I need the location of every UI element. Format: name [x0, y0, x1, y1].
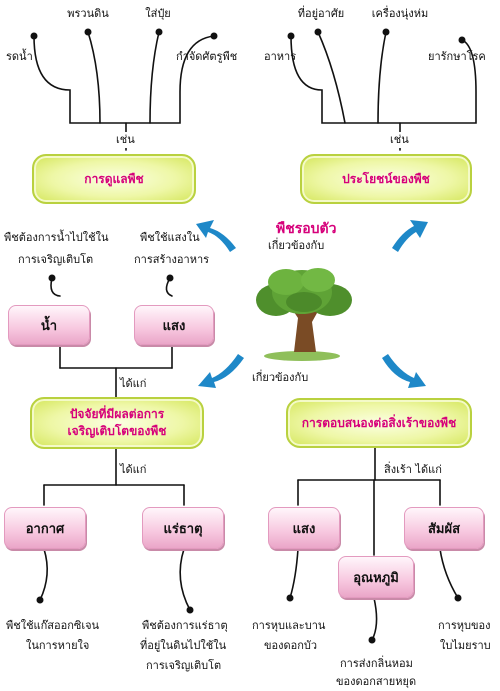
arrow-to-benefit-icon — [392, 220, 428, 252]
arrow-to-factors-icon — [198, 354, 244, 388]
light-desc-2: การสร้างอาหาร — [134, 253, 210, 266]
air-desc-2: ในการหายใจ — [26, 639, 90, 652]
benefit-banner: ประโยชน์ของพืช — [300, 154, 472, 204]
minerals-desc-1: พืชต้องการแร่ธาตุ — [142, 619, 228, 632]
factor-water-box: น้ำ — [8, 305, 90, 345]
center-title: พืชรอบตัว — [276, 221, 337, 237]
response-light-desc-2: ของดอกบัว — [264, 639, 318, 652]
care-item-hoe: พรวนดิน — [67, 7, 109, 20]
factors-banner: ปัจจัยที่มีผลต่อการ เจริญเติบโตของพืช — [30, 397, 204, 449]
care-item-water: รดน้ำ — [6, 50, 33, 63]
benefit-item-medicine: ยารักษาโรค — [428, 50, 486, 63]
factors-connector-bottom: ได้แก่ — [120, 463, 147, 476]
minerals-desc-3: การเจริญเติบโต — [146, 659, 222, 672]
care-connector: เช่น — [114, 132, 137, 148]
benefit-item-food: อาหาร — [264, 50, 297, 63]
factor-air-box: อากาศ — [4, 507, 86, 549]
care-item-pest: กำจัดศัตรูพืช — [176, 50, 238, 63]
benefit-connector: เช่น — [388, 132, 411, 148]
factors-banner-line1: ปัจจัยที่มีผลต่อการ — [69, 407, 165, 421]
factors-connector-top: ได้แก่ — [120, 377, 147, 390]
tree-icon — [256, 268, 352, 361]
air-desc-1: พืชใช้แก๊สออกซิเจน — [6, 619, 100, 632]
care-banner: การดูแลพืช — [32, 154, 196, 204]
response-temperature-desc-1: การส่งกลิ่นหอม — [340, 657, 413, 670]
response-touch-box: สัมผัส — [404, 507, 484, 549]
arrow-to-response-icon — [382, 354, 426, 388]
light-desc-1: พืชใช้แสงใน — [140, 231, 200, 244]
factor-light-box: แสง — [134, 305, 214, 345]
benefit-item-shelter: ที่อยู่อาศัย — [297, 7, 345, 20]
arrow-to-care-icon — [196, 220, 236, 252]
response-banner: การตอบสนองต่อสิ่งเร้าของพืช — [286, 398, 472, 448]
response-connector: สิ่งเร้า ได้แก่ — [384, 463, 442, 476]
factors-banner-line2: เจริญเติบโตของพืช — [67, 424, 167, 438]
water-desc-1: พืชต้องการน้ำไปใช้ใน — [4, 231, 109, 244]
care-item-fertilize: ใส่ปุ๋ย — [145, 7, 171, 20]
center-relate-up: เกี่ยวข้องกับ — [268, 239, 325, 252]
factor-minerals-box: แร่ธาตุ — [142, 507, 224, 549]
response-light-desc-1: การหุบและบาน — [252, 619, 326, 632]
response-touch-desc-2: ใบไมยราบ — [440, 639, 491, 652]
water-desc-2: การเจริญเติบโต — [18, 253, 94, 266]
minerals-desc-2: ที่อยู่ในดินไปใช้ใน — [140, 639, 227, 652]
response-temperature-desc-2: ของดอกสายหยุด — [336, 675, 417, 688]
response-temperature-box: อุณหภูมิ — [338, 556, 414, 598]
benefit-item-clothing: เครื่องนุ่งห่ม — [371, 7, 429, 20]
response-touch-desc-1: การหุบของ — [438, 619, 491, 632]
center-relate-down: เกี่ยวข้องกับ — [252, 371, 309, 384]
response-light-box: แสง — [268, 507, 340, 549]
